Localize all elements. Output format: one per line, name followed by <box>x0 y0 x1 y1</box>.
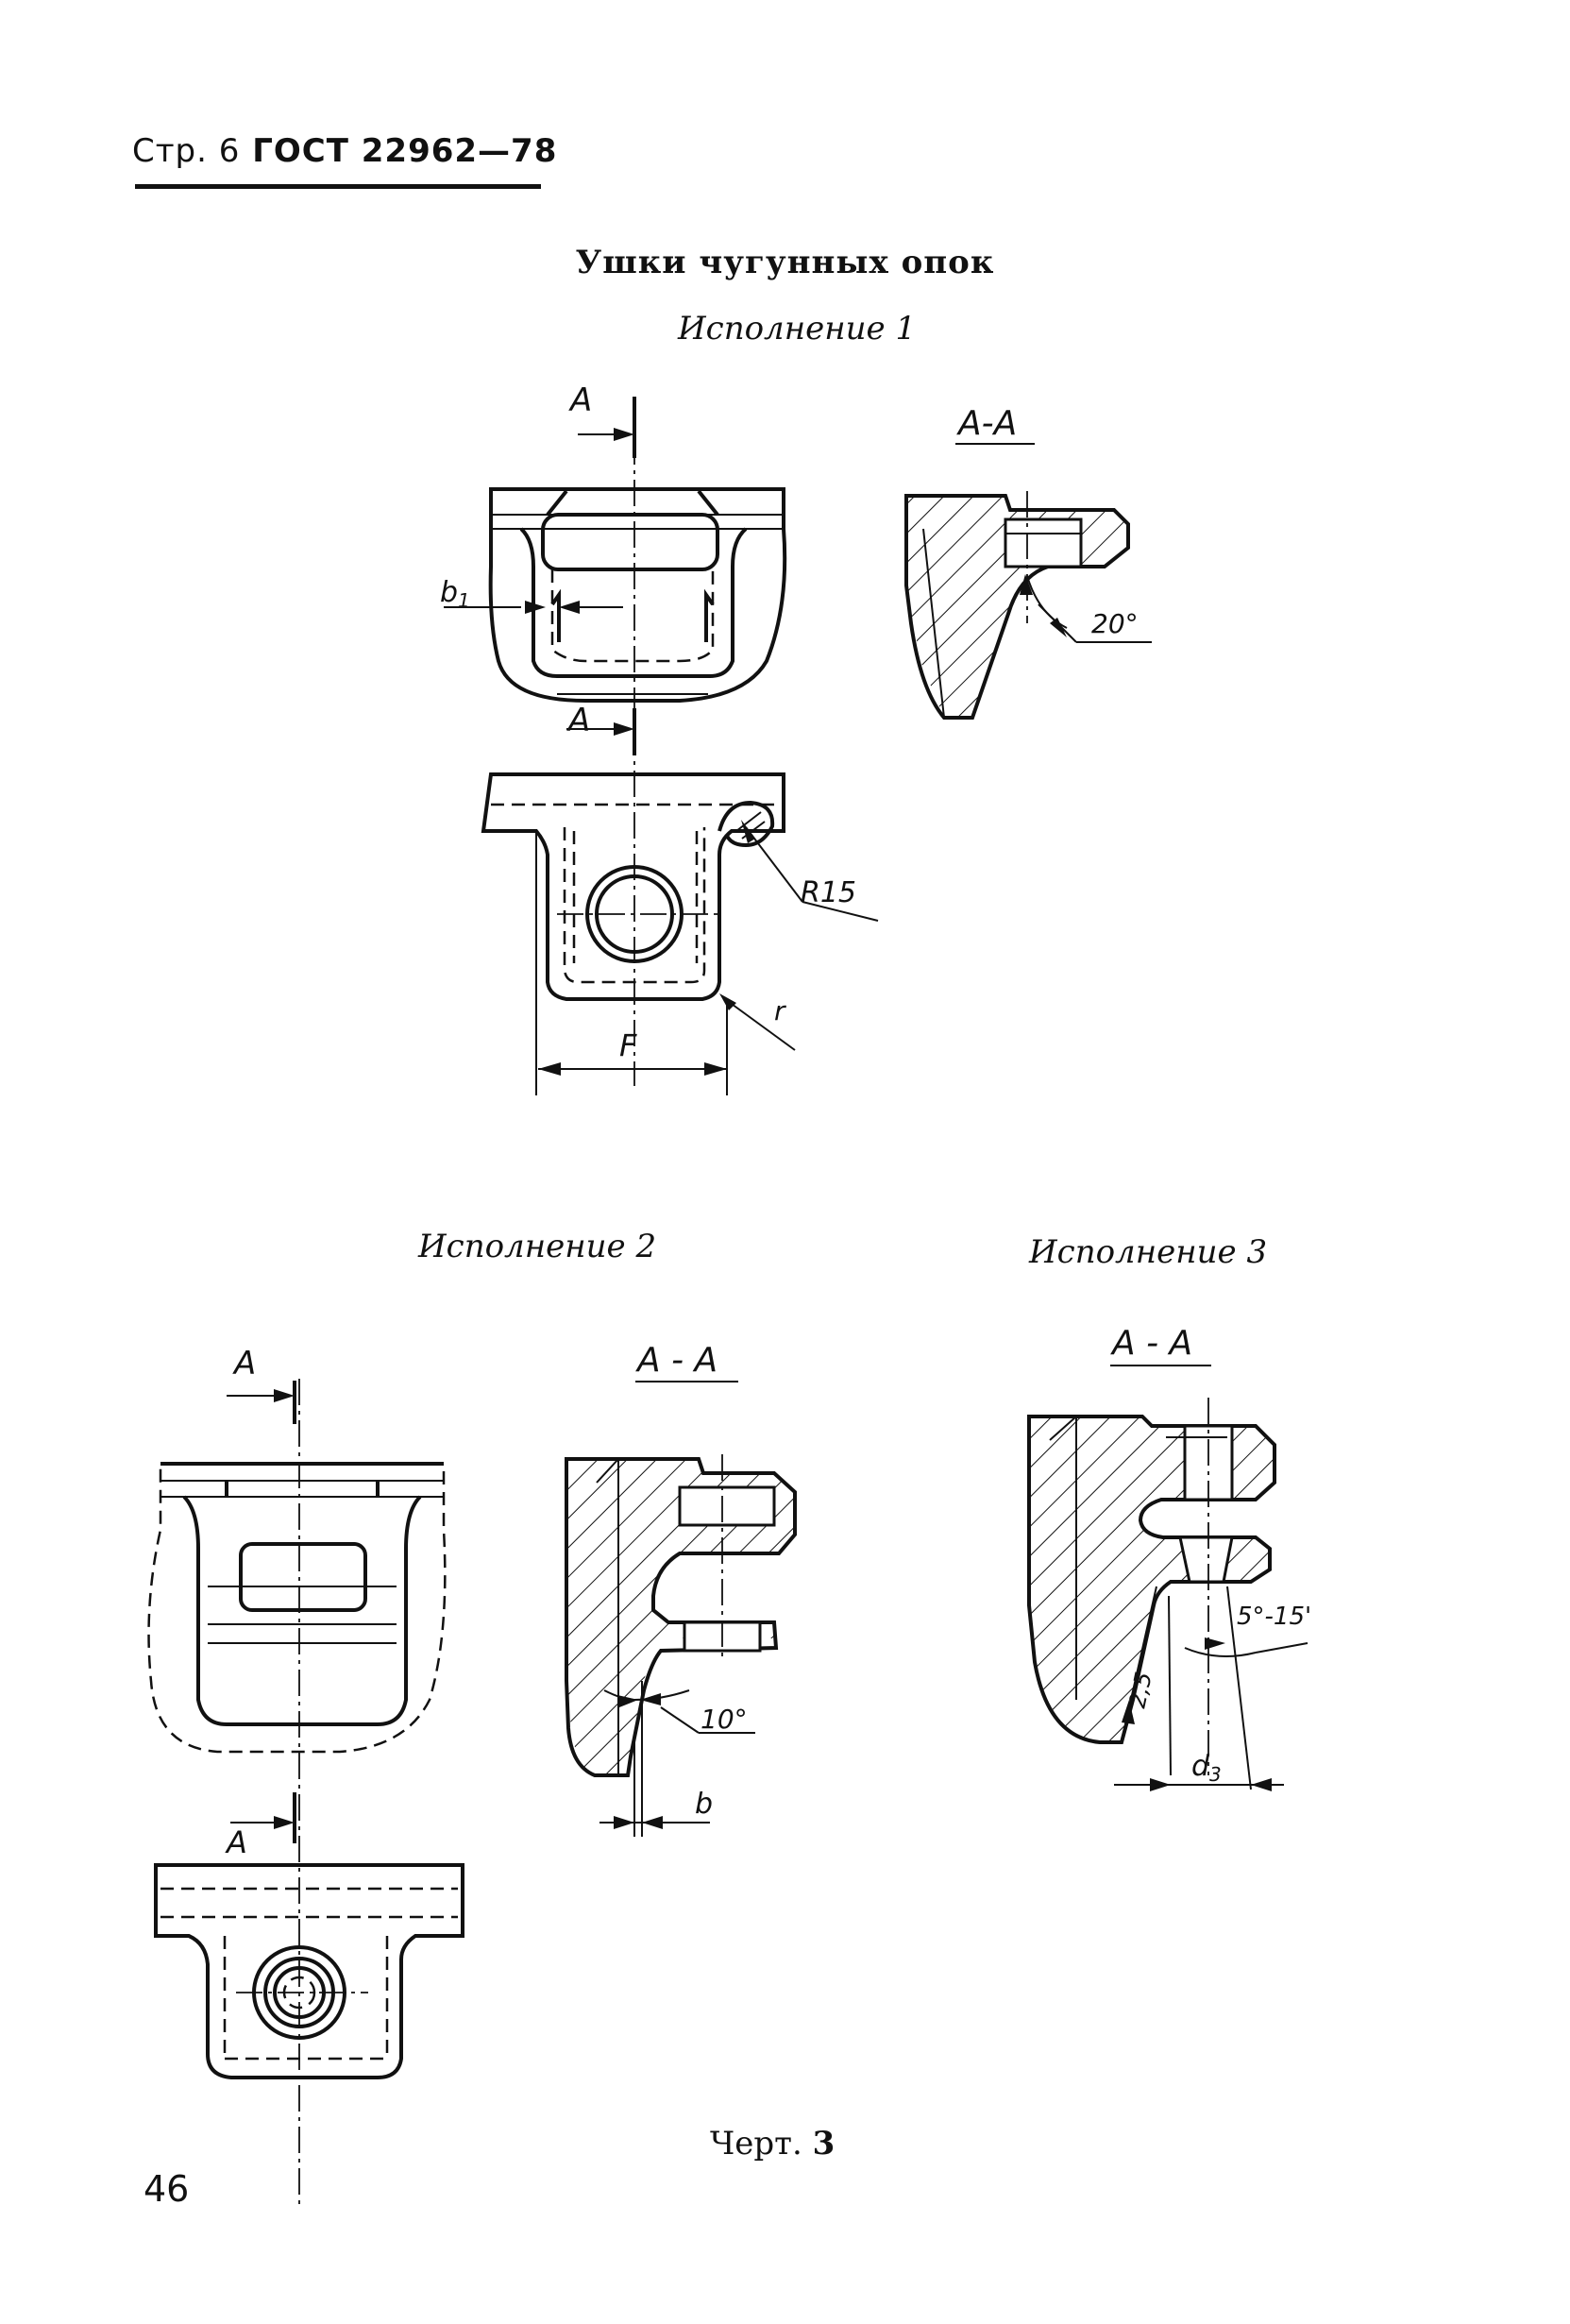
v1-dim-F: F <box>619 1027 637 1063</box>
v2-bottom-view <box>154 1792 464 2079</box>
variant-2-label: Исполнение 2 <box>418 1228 657 1265</box>
page-label: Стр. 6 <box>132 132 241 170</box>
v2-top-view <box>147 1379 447 2210</box>
variant-1-label: Исполнение 1 <box>678 310 917 348</box>
figure-caption-number: 3 <box>812 2125 836 2163</box>
v1-dim-radius: R15 <box>801 876 856 909</box>
page-title: Ушки чугунных опок <box>575 244 995 281</box>
v2-dim-b: b <box>695 1788 713 1821</box>
v3-section-label: А - А <box>1110 1324 1192 1363</box>
page-header: Стр. 6 ГОСТ 22962—78 <box>132 132 557 170</box>
standard-number: ГОСТ 22962—78 <box>252 132 558 170</box>
v1-top-view <box>444 397 787 1086</box>
v2-cut-label-bottom: А <box>225 1824 247 1860</box>
v1-dim-r: r <box>774 995 786 1026</box>
header-rule <box>135 184 541 189</box>
v2-cut-label-top: А <box>232 1345 256 1383</box>
page-number: 46 <box>143 2168 190 2210</box>
v1-dim-angle: 20° <box>1091 608 1139 639</box>
v2-section-label: А - А <box>635 1341 717 1380</box>
v1-section-label: А-А <box>956 404 1017 443</box>
figure-caption-prefix: Черт. <box>710 2125 802 2163</box>
v1-section <box>904 443 1152 720</box>
v1-cut-label-bottom: А <box>566 702 590 739</box>
v3-dim-d3: d3 <box>1191 1750 1222 1786</box>
v3-dim-angle: 5°-15' <box>1237 1603 1311 1631</box>
figure-caption: Черт. 3 <box>710 2125 835 2163</box>
v1-cut-label-top: А <box>568 382 592 419</box>
v1-bottom-view <box>481 708 879 1095</box>
v2-dim-angle: 10° <box>701 1704 748 1735</box>
v3-section <box>1027 1365 1308 1791</box>
v1-dim-b1: b1 <box>440 576 470 612</box>
variant-3-label: Исполнение 3 <box>1029 1233 1268 1271</box>
v2-section <box>565 1381 797 1837</box>
